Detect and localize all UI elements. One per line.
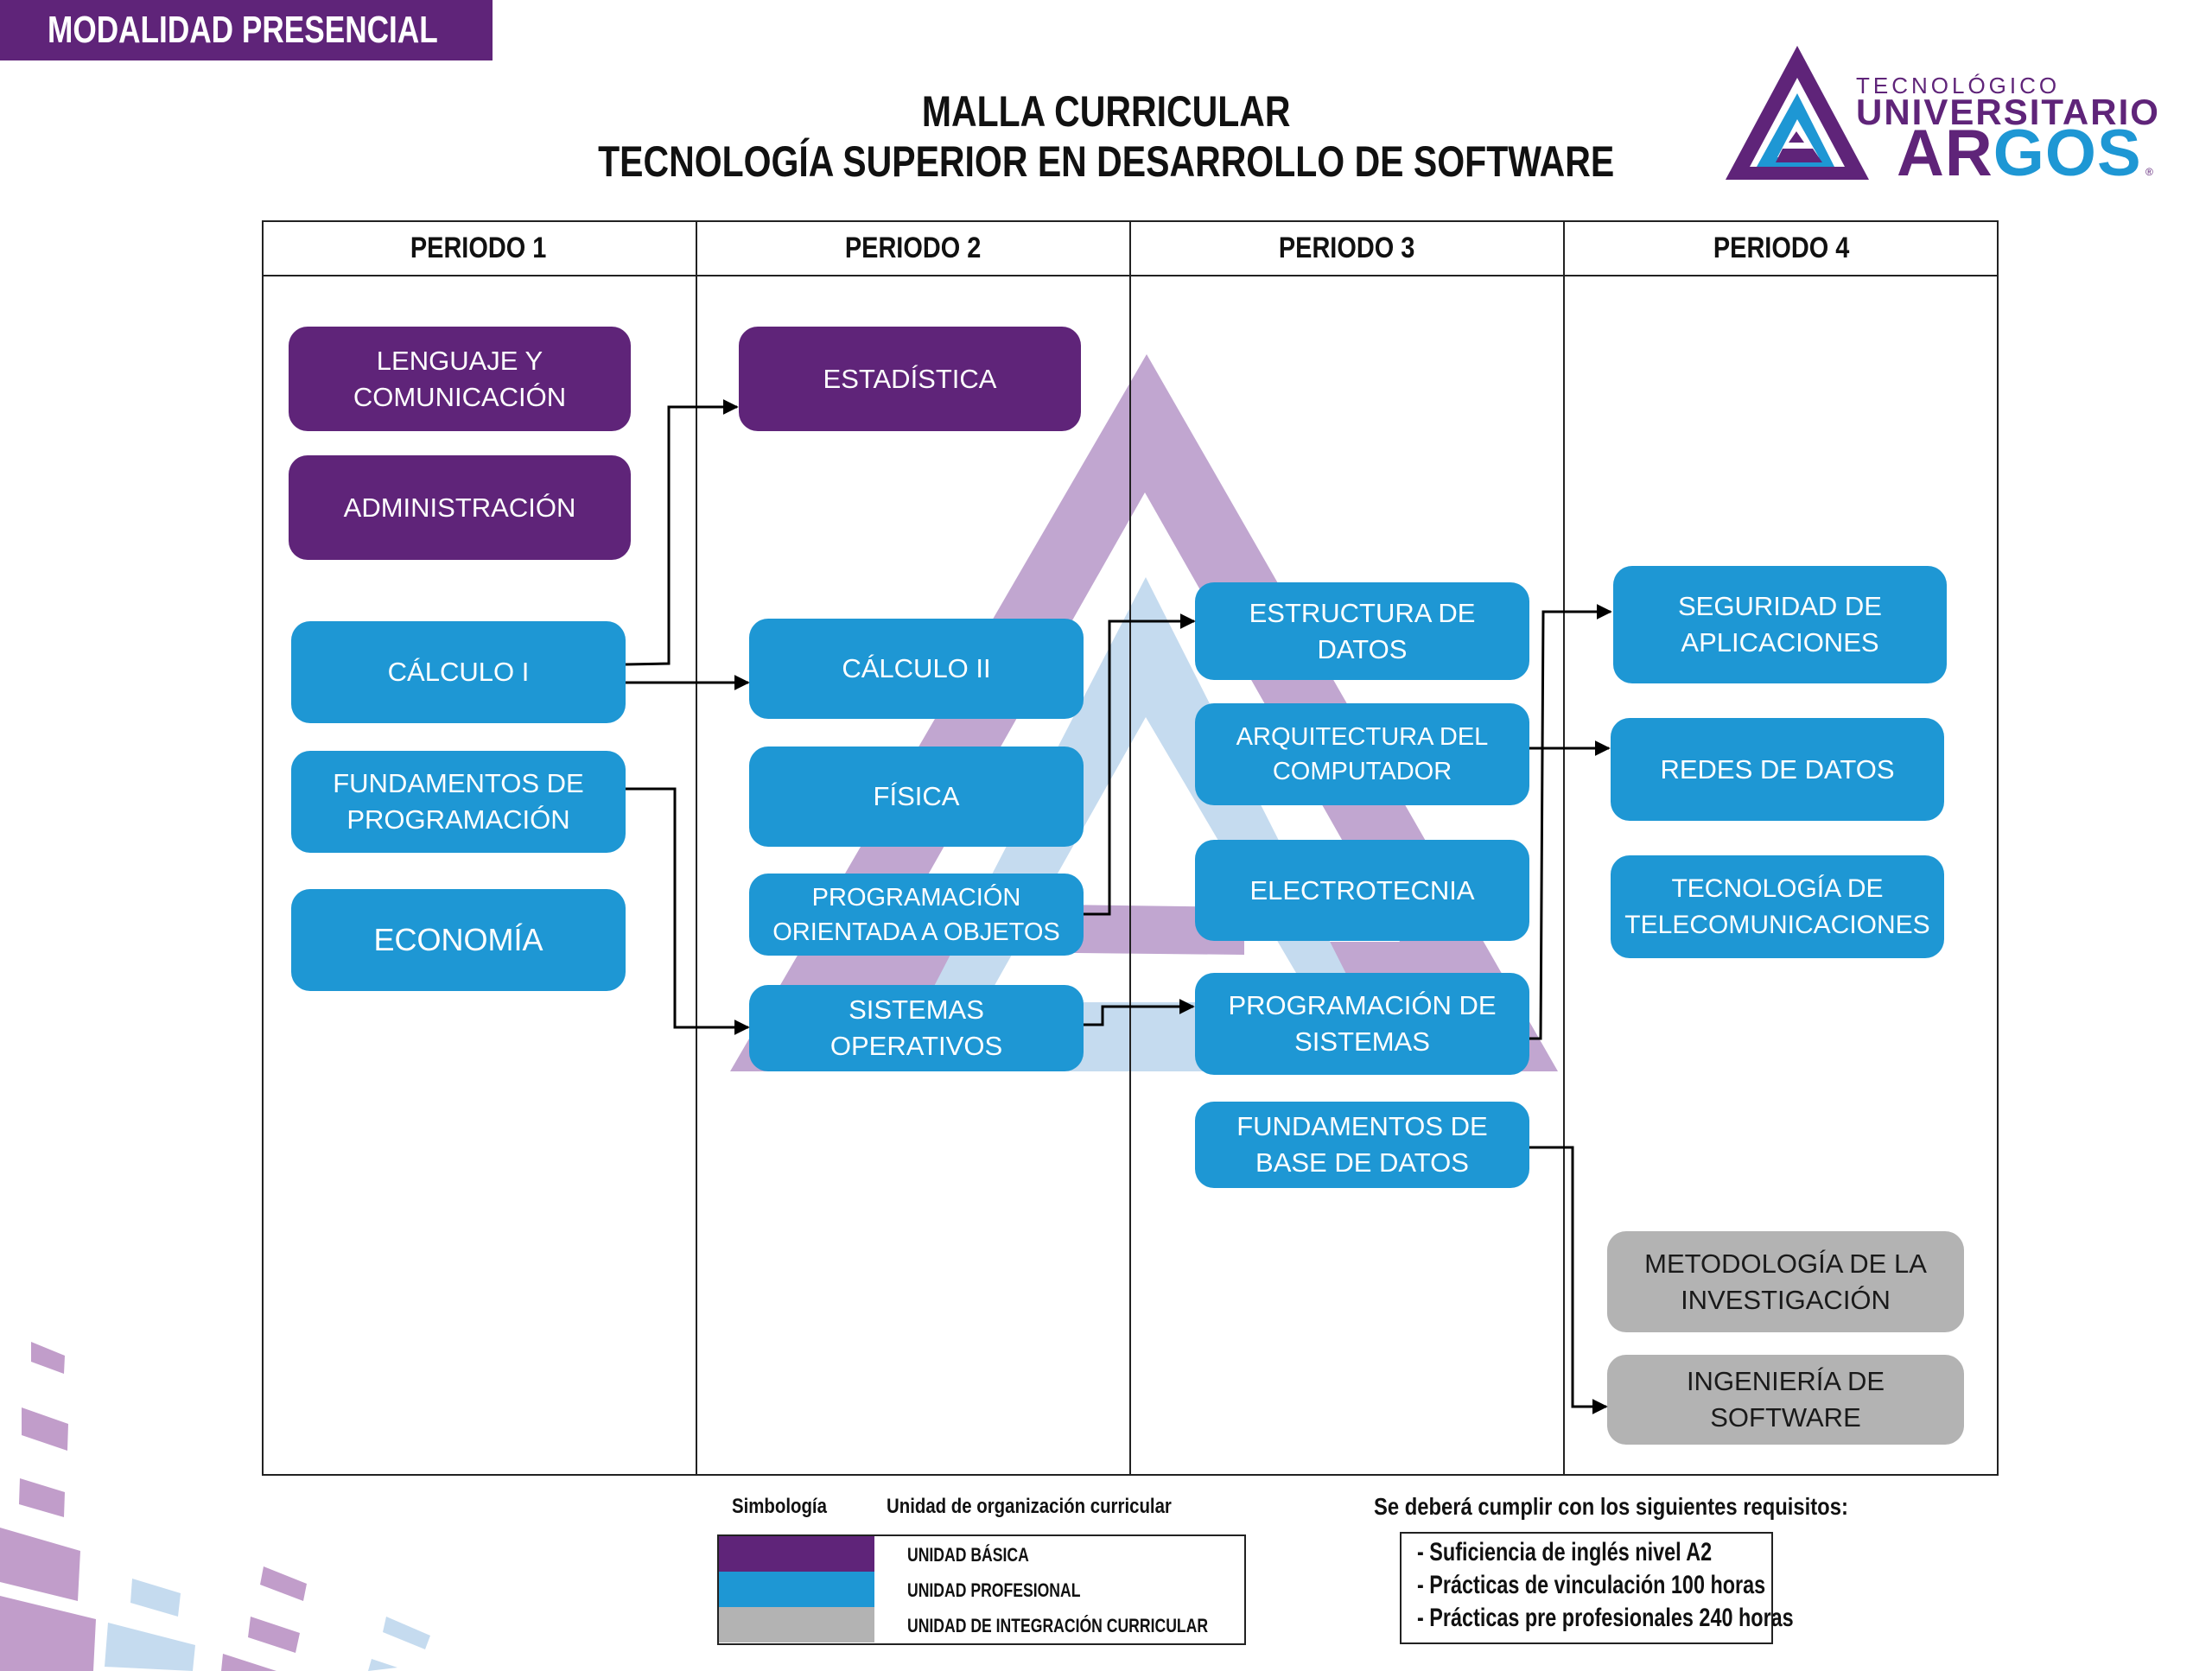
course-fundamentos-base-datos: FUNDAMENTOS DE BASE DE DATOS [1195,1102,1529,1188]
period-header-2: PERIODO 2 [697,220,1129,276]
course-programacion-sistemas: PROGRAMACIÓN DE SISTEMAS [1195,973,1529,1075]
course-economia: ECONOMÍA [291,889,626,991]
legend-label-basica: UNIDAD BÁSICA [907,1544,1059,1566]
legend-unit-label: Unidad de organización curricular [887,1495,1222,1519]
course-metodologia-investigacion: METODOLOGÍA DE LA INVESTIGACIÓN [1607,1231,1964,1332]
column-divider-3 [1563,220,1565,1476]
legend-label-profesional: UNIDAD PROFESIONAL [907,1579,1124,1602]
period-label: PERIODO 3 [1279,232,1415,264]
title-line-1: MALLA CURRICULAR [921,87,1291,136]
decorative-shapes [0,1342,430,1671]
course-redes-datos: REDES DE DATOS [1611,718,1944,821]
legend-text: UNIDAD PROFESIONAL [907,1579,1081,1601]
course-ingenieria-software: INGENIERÍA DE SOFTWARE [1607,1355,1964,1445]
course-seguridad-aplicaciones: SEGURIDAD DE APLICACIONES [1613,566,1947,683]
logo-text-tecnologico: TECNOLÓGICO [1856,73,2061,98]
requirements-heading: Se deberá cumplir con los siguientes req… [1374,1493,1932,1521]
course-electrotecnia: ELECTROTECNIA [1195,840,1529,941]
course-estructura-datos: ESTRUCTURA DE DATOS [1195,582,1529,680]
legend-label-integracion: UNIDAD DE INTEGRACIÓN CURRICULAR [907,1615,1283,1637]
requirement-text: - Prácticas de vinculación 100 horas [1417,1571,1766,1599]
requirement-item: - Suficiencia de inglés nivel A2 [1417,1538,1795,1567]
period-header-1: PERIODO 1 [262,220,696,276]
legend-swatch-integracion [719,1607,874,1642]
logo-text-ar: AR [1897,117,1993,190]
requirements-box [1400,1532,1773,1644]
course-fisica: FÍSICA [749,747,1084,847]
period-label: PERIODO 1 [410,232,547,264]
course-calculo-2: CÁLCULO II [749,619,1084,719]
legend-text: UNIDAD DE INTEGRACIÓN CURRICULAR [907,1615,1209,1636]
page-subtitle: TECNOLOGÍA SUPERIOR EN DESARROLLO DE SOF… [0,137,2212,187]
registered-mark: ® [2145,166,2153,178]
course-programacion-orientada-objetos: PROGRAMACIÓN ORIENTADA A OBJETOS [749,874,1084,956]
course-estadistica: ESTADÍSTICA [739,327,1081,431]
course-fundamentos-programacion: FUNDAMENTOS DE PROGRAMACIÓN [291,751,626,853]
period-label: PERIODO 2 [845,232,982,264]
argos-logo-icon [1726,46,1869,180]
requirement-text: - Suficiencia de inglés nivel A2 [1417,1538,1713,1566]
course-administracion: ADMINISTRACIÓN [289,455,631,560]
modality-label: MODALIDAD PRESENCIAL [48,9,438,51]
column-divider-1 [696,220,697,1476]
legend-unit-text: Unidad de organización curricular [887,1495,1172,1518]
title-line-2: TECNOLOGÍA SUPERIOR EN DESARROLLO DE SOF… [597,137,1615,186]
course-arquitectura-computador: ARQUITECTURA DEL COMPUTADOR [1195,703,1529,805]
period-label: PERIODO 4 [1713,232,1850,264]
legend-text: UNIDAD BÁSICA [907,1544,1029,1566]
legend-swatch-basica [719,1536,874,1572]
logo-text-universitario: UNIVERSITARIO [1856,92,2160,132]
period-header-3: PERIODO 3 [1131,220,1563,276]
legend-symbology-label: Simbología [732,1495,843,1519]
legend-swatch-profesional [719,1572,874,1607]
period-header-4: PERIODO 4 [1565,220,1999,276]
legend-box [717,1534,1246,1645]
course-calculo-1: CÁLCULO I [291,621,626,723]
column-divider-2 [1129,220,1131,1476]
requirements-heading-text: Se deberá cumplir con los siguientes req… [1374,1493,1848,1520]
course-tecnologia-telecomunicaciones: TECNOLOGÍA DE TELECOMUNICACIONES [1611,855,1944,958]
modality-banner: MODALIDAD PRESENCIAL [0,0,493,60]
requirement-item: - Prácticas de vinculación 100 horas [1417,1571,1864,1600]
legend-symbology-text: Simbología [732,1495,827,1518]
course-lenguaje-comunicacion: LENGUAJE Y COMUNICACIÓN [289,327,631,431]
page-title: MALLA CURRICULAR [0,86,2212,137]
course-sistemas-operativos: SISTEMAS OPERATIVOS [749,985,1084,1071]
requirement-text: - Prácticas pre profesionales 240 horas [1417,1604,1794,1632]
logo-text-argos: ARGOS [1897,121,2142,187]
requirement-item: - Prácticas pre profesionales 240 horas [1417,1604,1900,1633]
logo-text-gos: GOS [1993,117,2142,190]
